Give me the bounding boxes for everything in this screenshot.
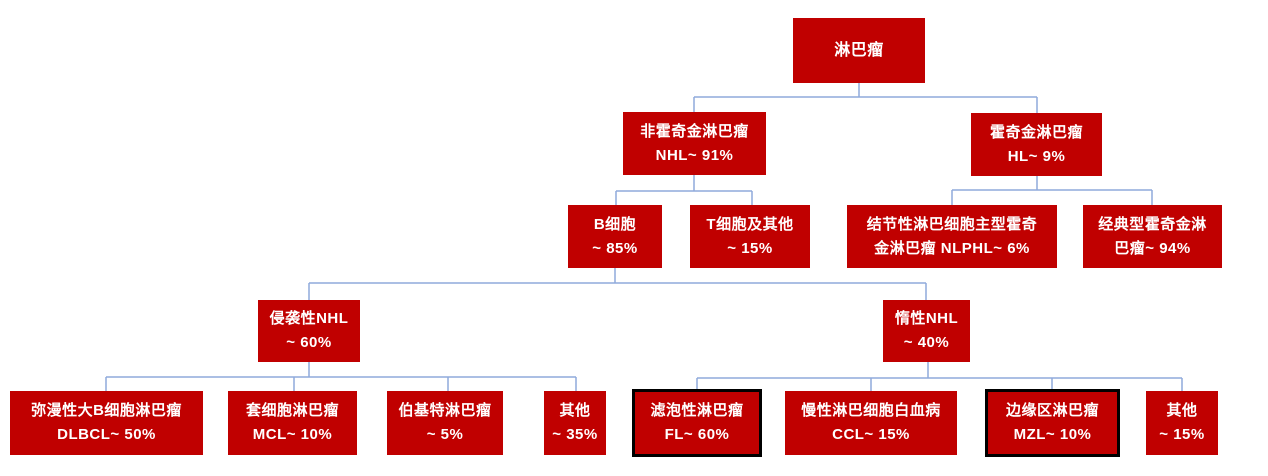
node-burkitt: 伯基特淋巴瘤 ~ 5% bbox=[387, 391, 503, 455]
node-marginal-zone-lymphoma: 边缘区淋巴瘤 MZL~ 10% bbox=[985, 389, 1120, 457]
node-nlphl: 结节性淋巴细胞主型霍奇 金淋巴瘤 NLPHL~ 6% bbox=[847, 205, 1057, 268]
node-dlbcl-stat: DLBCL~ 50% bbox=[57, 426, 156, 443]
node-mcl-stat: MCL~ 10% bbox=[252, 426, 333, 443]
node-fl-label: 滤泡性淋巴瘤 bbox=[650, 402, 744, 419]
node-other-aggressive: 其他 ~ 35% bbox=[544, 391, 606, 455]
node-indolent-label: 惰性NHL bbox=[894, 310, 959, 327]
node-other-aggressive-label: 其他 bbox=[559, 402, 591, 419]
node-fl-stat: FL~ 60% bbox=[664, 426, 730, 443]
node-b-cell-stat: ~ 85% bbox=[592, 239, 638, 257]
node-nhl-stat: NHL~ 91% bbox=[655, 146, 734, 164]
node-mcl-label: 套细胞淋巴瘤 bbox=[245, 402, 339, 419]
node-non-hodgkin-lymphoma: 非霍奇金淋巴瘤 NHL~ 91% bbox=[623, 112, 766, 175]
node-t-cell-label: T细胞及其他 bbox=[706, 215, 794, 233]
node-aggressive-label: 侵袭性NHL bbox=[269, 310, 349, 327]
node-mcl: 套细胞淋巴瘤 MCL~ 10% bbox=[228, 391, 357, 455]
node-follicular-lymphoma: 滤泡性淋巴瘤 FL~ 60% bbox=[632, 389, 762, 457]
node-indolent-stat: ~ 40% bbox=[903, 334, 950, 351]
node-classical-hl-stat: 巴瘤~ 94% bbox=[1114, 239, 1191, 257]
node-lymphoma-label: 淋巴瘤 bbox=[834, 41, 884, 59]
node-t-cell-and-other: T细胞及其他 ~ 15% bbox=[690, 205, 810, 268]
node-nlphl-stat: 金淋巴瘤 NLPHL~ 6% bbox=[874, 239, 1030, 257]
node-burkitt-stat: ~ 5% bbox=[426, 426, 464, 443]
node-mzl-stat: MZL~ 10% bbox=[1013, 426, 1092, 443]
node-nhl-label: 非霍奇金淋巴瘤 bbox=[640, 122, 749, 140]
node-t-cell-stat: ~ 15% bbox=[727, 239, 773, 257]
node-mzl-label: 边缘区淋巴瘤 bbox=[1005, 402, 1099, 419]
node-nlphl-label: 结节性淋巴细胞主型霍奇 bbox=[866, 215, 1038, 233]
node-other-indolent: 其他 ~ 15% bbox=[1146, 391, 1218, 455]
node-b-cell: B细胞 ~ 85% bbox=[568, 205, 662, 268]
node-classical-hodgkin: 经典型霍奇金淋 巴瘤~ 94% bbox=[1083, 205, 1222, 268]
node-cll-stat: CCL~ 15% bbox=[832, 426, 910, 443]
node-hl-label: 霍奇金淋巴瘤 bbox=[989, 123, 1083, 141]
node-dlbcl: 弥漫性大B细胞淋巴瘤 DLBCL~ 50% bbox=[10, 391, 203, 455]
node-cll-label: 慢性淋巴细胞白血病 bbox=[801, 402, 941, 419]
node-lymphoma: 淋巴瘤 bbox=[793, 18, 925, 83]
node-hl-stat: HL~ 9% bbox=[1007, 147, 1066, 165]
node-other-indolent-label: 其他 bbox=[1166, 402, 1198, 419]
node-aggressive-stat: ~ 60% bbox=[286, 334, 332, 351]
node-other-aggressive-stat: ~ 35% bbox=[552, 426, 598, 443]
node-other-indolent-stat: ~ 15% bbox=[1159, 426, 1205, 443]
node-b-cell-label: B细胞 bbox=[593, 215, 637, 233]
node-aggressive-nhl: 侵袭性NHL ~ 60% bbox=[258, 300, 360, 362]
node-dlbcl-label: 弥漫性大B细胞淋巴瘤 bbox=[31, 402, 182, 419]
node-burkitt-label: 伯基特淋巴瘤 bbox=[398, 402, 492, 419]
node-indolent-nhl: 惰性NHL ~ 40% bbox=[883, 300, 970, 362]
node-cll: 慢性淋巴细胞白血病 CCL~ 15% bbox=[785, 391, 957, 455]
node-classical-hl-label: 经典型霍奇金淋 bbox=[1098, 215, 1207, 233]
node-hodgkin-lymphoma: 霍奇金淋巴瘤 HL~ 9% bbox=[971, 113, 1102, 176]
